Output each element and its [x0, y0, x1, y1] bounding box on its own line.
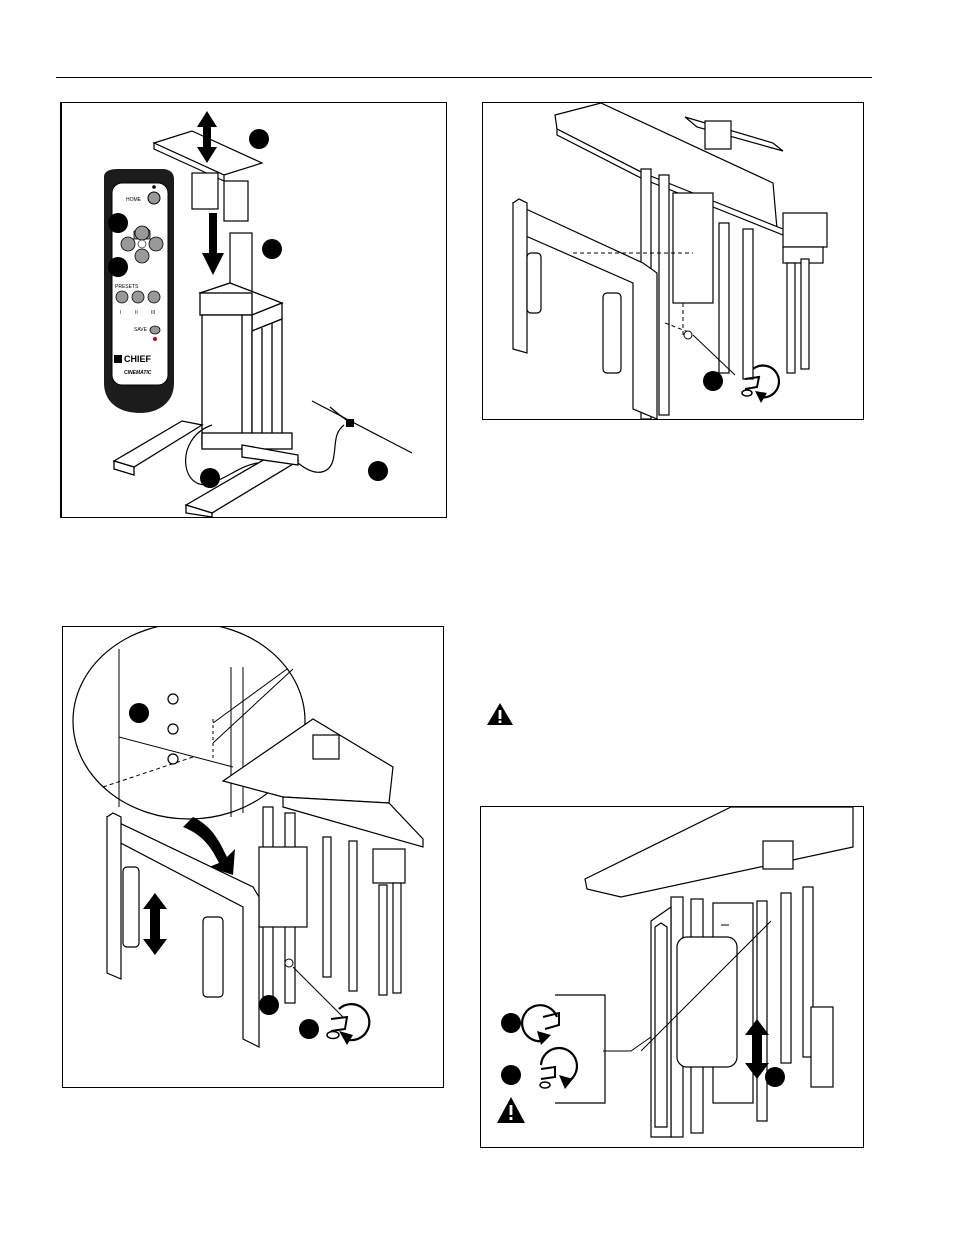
callout-dot-icon: [249, 129, 269, 149]
figure-height-adjust: [62, 626, 444, 1088]
callout-dot-icon: [501, 1065, 521, 1085]
figure-plate-attach: [482, 102, 864, 420]
callout-dot-icon: [765, 1067, 785, 1087]
svg-text:HOME: HOME: [126, 197, 142, 203]
svg-text:SAVE: SAVE: [134, 327, 148, 333]
callout-dot-icon: [703, 371, 723, 391]
illustration-column-remote: HOME PRESETS I II III SAVE CH: [62, 103, 446, 517]
wrench-loosen-icon: [522, 1005, 559, 1045]
figure-remote-and-column: HOME PRESETS I II III SAVE CH: [60, 102, 447, 518]
warning-icon: [486, 702, 514, 726]
callout-dot-icon: [501, 1013, 521, 1033]
svg-text:I: I: [120, 310, 121, 316]
callout-dot-icon: [299, 1019, 319, 1039]
svg-text:III: III: [151, 310, 155, 316]
wrench-tighten-icon: [540, 1048, 577, 1089]
illustration-height-adjust: [63, 627, 443, 1087]
callout-dot-icon: [108, 257, 128, 277]
svg-text:II: II: [135, 310, 138, 316]
header-rule: [56, 77, 872, 78]
callout-dot-icon: [259, 995, 279, 1015]
callout-dot-icon: [262, 239, 282, 259]
illustration-tilt-adjust: [481, 807, 863, 1147]
warning-icon: [497, 1097, 525, 1123]
callout-dot-icon: [200, 468, 220, 488]
up-down-arrow-icon: [143, 893, 167, 955]
callout-dot-icon: [368, 461, 388, 481]
svg-text:CHIEF: CHIEF: [124, 354, 152, 364]
wrench-tighten-icon: [327, 1004, 369, 1045]
svg-text:CINEMATIC: CINEMATIC: [124, 370, 152, 376]
svg-text:PRESETS: PRESETS: [115, 284, 139, 290]
callout-dot-icon: [108, 213, 128, 233]
figure-tilt-adjust: [480, 806, 864, 1148]
callout-dot-icon: [129, 703, 149, 723]
illustration-plate-attach: [483, 103, 863, 419]
remote-control-illustration: HOME PRESETS I II III SAVE CH: [104, 169, 174, 413]
